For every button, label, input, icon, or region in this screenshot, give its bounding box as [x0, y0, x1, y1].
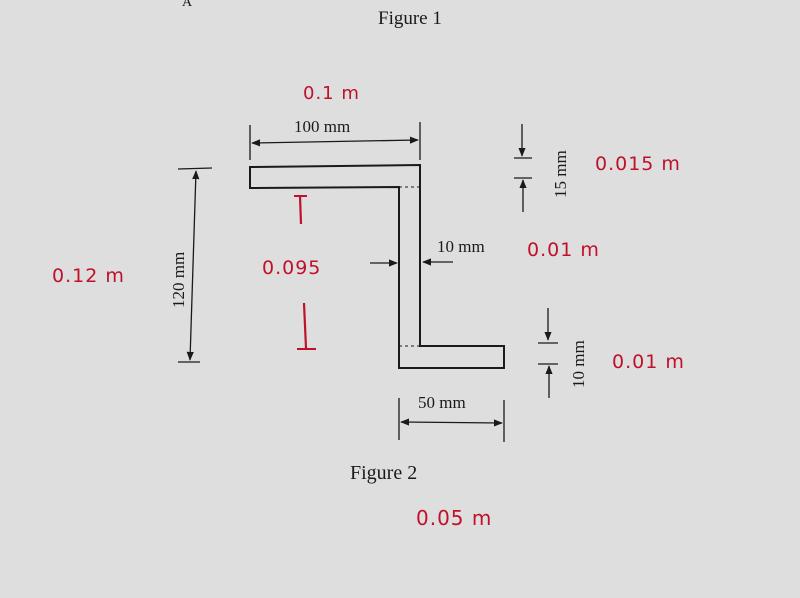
- handwritten-web-length: 0.095: [262, 257, 321, 279]
- top-width-dimension-line: [251, 136, 419, 147]
- bottom-width-label: 50 mm: [418, 393, 466, 412]
- bottom-width-dimension-line: [400, 418, 503, 427]
- figure-1-caption: Figure 1: [378, 8, 442, 29]
- header-fragment: A: [182, 0, 193, 10]
- figure-2-caption: Figure 2: [350, 462, 417, 484]
- handwritten-web-mark-lower: [302, 302, 308, 349]
- height-extension-top: [177, 167, 213, 170]
- handwritten-top-flange-thickness: 0.015 m: [595, 153, 681, 175]
- handwritten-height: 0.12 m: [52, 265, 125, 287]
- top-flange-thickness-label: 15 mm: [551, 150, 570, 198]
- handwritten-bottom-flange-thickness: 0.01 m: [612, 351, 685, 373]
- height-label: 120 mm: [169, 252, 188, 308]
- height-dimension-line: [186, 170, 200, 361]
- handwritten-top-width: 0.1 m: [303, 83, 360, 104]
- web-thickness-label: 10 mm: [437, 237, 485, 256]
- top-width-label: 100 mm: [294, 117, 350, 136]
- bottom-flange-thickness-label: 10 mm: [569, 340, 588, 388]
- handwritten-web-thickness: 0.01 m: [527, 239, 600, 261]
- z-section-outline: [249, 163, 505, 369]
- handwritten-web-mark-upper: [298, 195, 303, 225]
- handwritten-bottom-width: 0.05 m: [416, 506, 492, 530]
